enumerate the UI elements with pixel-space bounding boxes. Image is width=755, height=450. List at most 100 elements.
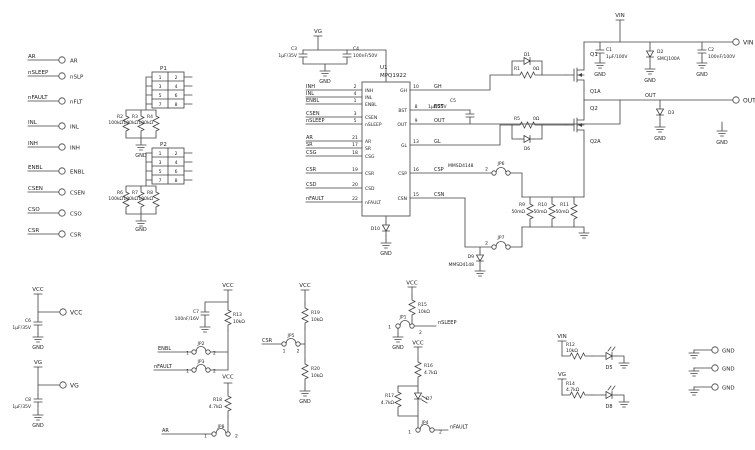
mosfet-q2 — [565, 111, 585, 139]
u1-pin-csg: CSG — [365, 154, 375, 160]
q2a-label: Q2A — [590, 139, 601, 145]
r10-value: 50mΩ — [533, 209, 547, 215]
jp1-pin2: 2 — [419, 330, 422, 336]
terminal-label-nflt: nFLT — [70, 100, 83, 106]
terminal-cso — [58, 209, 66, 217]
csr-divider-wires — [261, 289, 310, 389]
jp8-pin2: 2 — [235, 434, 238, 440]
terminal-csr — [58, 230, 66, 238]
c1-value: 1µF/100V — [606, 54, 628, 60]
terminal-csen — [58, 188, 66, 196]
enbl-jumper-net: ENBL — [158, 346, 171, 352]
vcc-flag-nfault: VCC — [412, 341, 424, 347]
diode-d2 — [646, 47, 654, 63]
net-label-ar: AR — [28, 54, 36, 60]
gnd-symbol-vg — [32, 411, 44, 421]
u1-refdes: U1 — [380, 65, 388, 71]
gnd-symbol-d5 — [618, 359, 630, 369]
diode-d1 — [519, 57, 535, 65]
r5-refdes: R5 — [514, 116, 520, 122]
u1-pinnum-inl: 4 — [354, 91, 357, 97]
mosfet-q1 — [565, 61, 585, 89]
d6-refdes: D6 — [524, 146, 530, 152]
c5-value: 1µF/25V — [428, 104, 448, 110]
c4-refdes: C4 — [353, 46, 359, 52]
low-side-gate-block — [511, 99, 585, 198]
r13-value: 10kΩ — [233, 319, 245, 325]
resistor-r1 — [511, 71, 543, 79]
jumper-jp1 — [395, 320, 415, 329]
r17-value: 4.7kΩ — [381, 400, 395, 406]
csr-gnd-label: GND — [299, 399, 311, 405]
gnd-symbol-jp1 — [392, 333, 404, 343]
jp5-pad-2 — [295, 341, 301, 347]
diode-d3 — [656, 105, 664, 121]
terminal-gnd-1 — [711, 346, 719, 354]
jp4-pad-1 — [415, 427, 421, 433]
jp1-pin1: 1 — [388, 325, 391, 331]
r12-value: 10kΩ — [566, 348, 578, 354]
d7-refdes: D7 — [426, 396, 432, 402]
jp5-refdes: JP5 — [287, 333, 295, 339]
enbl-nfault-wires — [153, 289, 233, 371]
u1-net-csg: CSG — [306, 150, 317, 156]
gnd-symbol-sense — [578, 229, 590, 239]
jp8-pad-1 — [211, 431, 217, 437]
p2-pin-7: 7 — [159, 178, 162, 184]
jp2-refdes: JP2 — [197, 341, 205, 347]
jp1-gnd-label: GND — [392, 345, 404, 351]
terminal-label-csr: CSR — [70, 233, 81, 239]
terminal-inh — [58, 143, 66, 151]
net-label-nfault: nFAULT — [28, 95, 48, 101]
net-label-csen: CSEN — [28, 186, 43, 192]
p1-gnd-label: GND — [135, 153, 147, 159]
ic-u1-block — [305, 74, 621, 277]
c8-value: 1µF/35V — [12, 404, 32, 410]
r15-refdes: R15 — [418, 302, 427, 308]
jp3-pin2: 2 — [213, 369, 216, 375]
u1-pinnum-ar: 21 — [352, 135, 358, 141]
terminal-gnd-3 — [711, 383, 719, 391]
p1-pin-6: 6 — [175, 93, 178, 99]
p2-pin-5: 5 — [159, 169, 162, 175]
d6-part: MMSD4148 — [448, 163, 474, 169]
c1-refdes: C1 — [606, 47, 612, 53]
net-label-enbl: ENBL — [28, 165, 43, 171]
jp7-pad-1 — [491, 244, 497, 250]
c8-refdes: C8 — [25, 397, 31, 403]
u1-net-nsleep: nSLEEP — [306, 118, 324, 124]
u1-pin-csen: CSEN — [365, 115, 377, 121]
terminal-label-csen: CSEN — [70, 191, 85, 197]
terminal-vin — [732, 38, 740, 46]
terminal-ar — [58, 56, 66, 64]
r18-value: 4.7kΩ — [209, 404, 223, 410]
d1-refdes: D1 — [524, 52, 530, 58]
r11-refdes: R11 — [560, 202, 569, 208]
vg-flag-left: VG — [34, 360, 42, 366]
capacitor-c7 — [200, 307, 210, 320]
nfault-jumper-net: nFAULT — [154, 364, 173, 370]
gnd-symbol-p1 — [135, 141, 147, 151]
jp2-pad-2 — [205, 349, 211, 355]
connector-p1-refdes: P1 — [160, 66, 167, 72]
u1-pin-gl: GL — [401, 143, 407, 149]
u1-pin-csn: CSN — [398, 196, 407, 202]
u1-net-ar: AR — [306, 135, 313, 141]
c4-value: 100nF/50V — [353, 53, 378, 59]
ar-jumper-wires — [161, 382, 233, 435]
c3-value: 1µF/35V — [278, 53, 298, 59]
gnd-symbol-u1 — [380, 239, 392, 249]
jp1-shunt — [399, 320, 411, 326]
high-side-gate-block — [511, 41, 585, 101]
u1-net-sr: SR — [306, 142, 313, 148]
u1-net-bst: BST — [434, 104, 445, 110]
r19-value: 10kΩ — [311, 317, 323, 323]
nsleep-jumper-block — [392, 286, 437, 343]
u1-pin-enbl: ENBL — [365, 102, 377, 108]
terminal-label-inh: INH — [70, 146, 80, 152]
vcc-flag-enbl: VCC — [222, 283, 234, 289]
jp3-pad-1 — [191, 367, 197, 373]
terminal-nflt — [58, 97, 66, 105]
terminal-label-ar: AR — [70, 59, 78, 65]
